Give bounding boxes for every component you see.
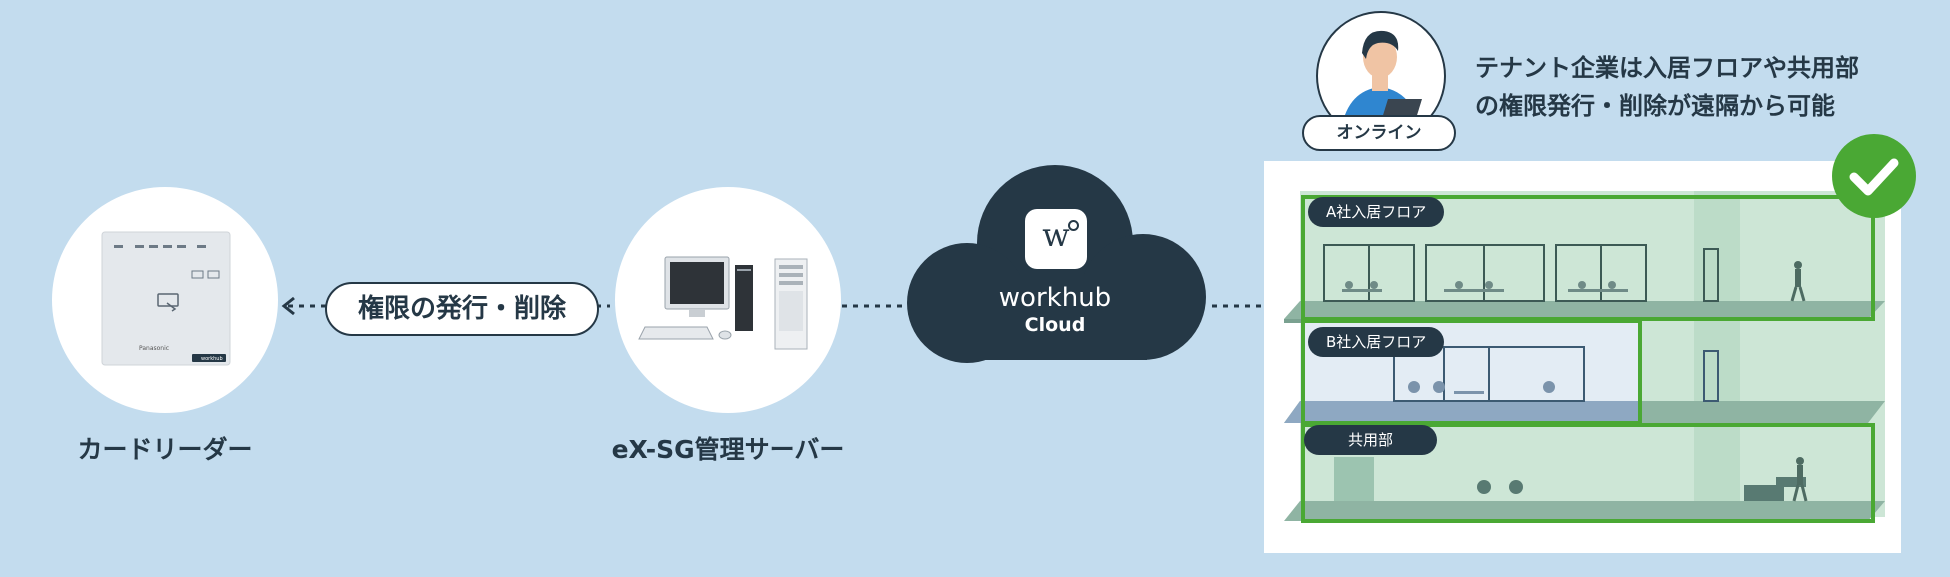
connector-cloud-building xyxy=(1212,304,1264,308)
card-reader-brand: Panasonic xyxy=(139,345,169,352)
card-reader-icon: Panasonic workhub xyxy=(101,231,231,366)
issue-revoke-label: 権限の発行・削除 xyxy=(325,282,599,336)
floor-label-a: A社入居フロア xyxy=(1308,197,1445,227)
card-reader-circle: Panasonic workhub xyxy=(52,187,278,413)
server-computer-icon xyxy=(638,256,808,350)
online-badge: オンライン xyxy=(1302,115,1456,151)
server-caption: eX-SG管理サーバー xyxy=(611,435,845,464)
workhub-cloud xyxy=(907,165,1206,363)
arrow-left-icon xyxy=(281,296,295,316)
workhub-logo-dot-icon xyxy=(1068,220,1079,231)
remote-note-line1: テナント企業は入居フロアや共用部 xyxy=(1475,54,1859,82)
floor-label-b: B社入居フロア xyxy=(1308,327,1445,357)
workhub-cloud-name: workhub xyxy=(998,283,1112,313)
check-icon xyxy=(1832,134,1916,218)
connector-server-cloud xyxy=(842,304,902,308)
card-reader-logo: workhub xyxy=(201,356,223,362)
workhub-logo-letter: w xyxy=(1042,216,1070,254)
server-circle xyxy=(615,187,841,413)
floor-label-common: 共用部 xyxy=(1304,425,1438,455)
common-area-highlight xyxy=(1301,423,1875,523)
card-reader-caption: カードリーダー xyxy=(77,435,253,464)
remote-note-line2: の権限発行・削除が遠隔から可能 xyxy=(1475,92,1835,120)
workhub-cloud-sub: Cloud xyxy=(1024,314,1086,336)
